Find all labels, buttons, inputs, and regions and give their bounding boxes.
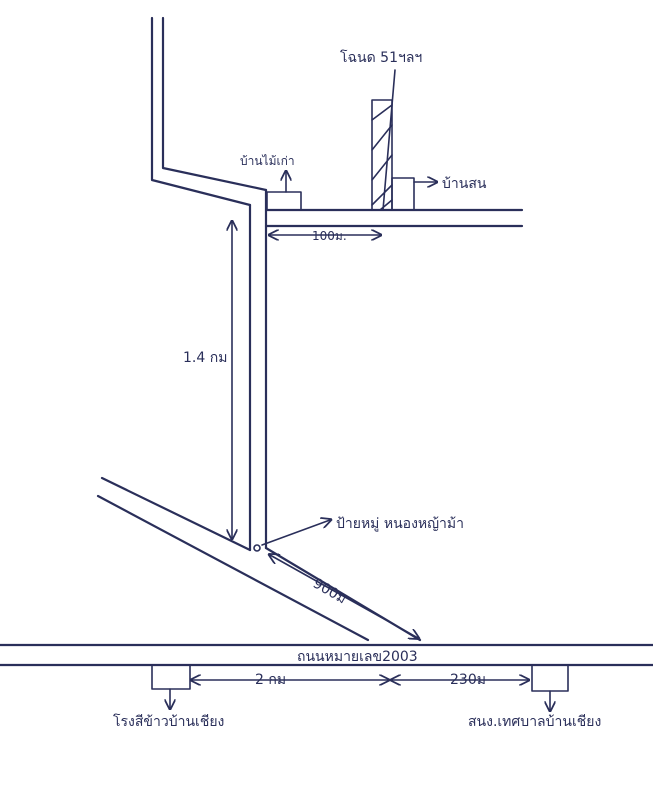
diagonal-road-upper-edge [100, 476, 252, 552]
dist-2km-label: 2 กม [255, 672, 286, 688]
rice-mill-box [151, 664, 191, 690]
dist-100-label: 100ม. [312, 229, 347, 243]
dist-14km-label: 1.4 กม [183, 350, 227, 366]
highway-label: ถนนหมายเลข2003 [297, 649, 418, 665]
diagonal-road-lower-edge [96, 494, 370, 642]
right-house-box [391, 177, 415, 211]
north-road-right-edge [161, 16, 268, 192]
tower-hatch [371, 104, 393, 211]
municipal-office-label: สนง.เทศบาลบ้านเชียง [468, 714, 601, 730]
dist-900-label: 900ม [310, 576, 349, 608]
north-road-left-edge [150, 16, 252, 207]
tower-pointer [382, 69, 396, 211]
tower-box [371, 99, 393, 211]
municipal-office-box [531, 664, 569, 692]
old-house-box [266, 191, 302, 211]
old-house-label: บ้านไม้เก่า [240, 154, 295, 168]
village-sign-dot [253, 544, 261, 552]
dist-230-label: 230ม [450, 672, 486, 688]
dist-900-arrow [270, 555, 418, 638]
rice-mill-label: โรงสีข้าวบ้านเชียง [113, 713, 224, 730]
tower-label: โฉนด 51ฯลฯ [340, 49, 422, 66]
village-sign-label: ป้ายหมู่ หนองหญ้าม้า [336, 516, 464, 532]
right-house-label: บ้านสน [442, 176, 487, 192]
village-sign-arrow [261, 520, 330, 546]
